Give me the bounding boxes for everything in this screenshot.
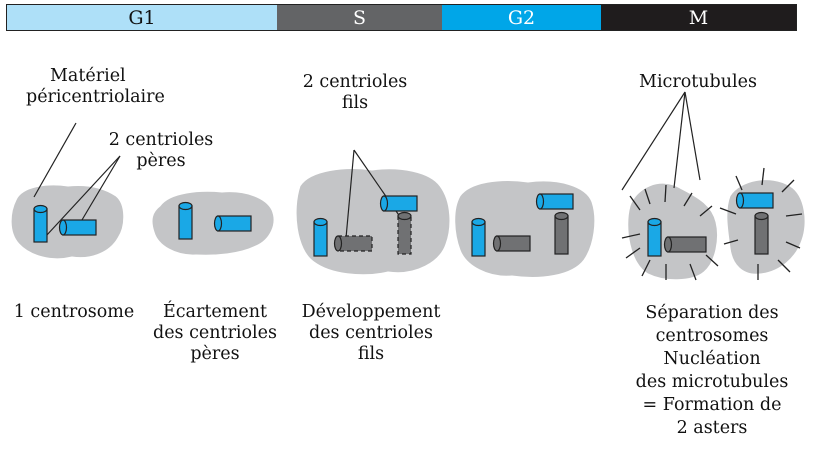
microtubules-label: Microtubules (628, 72, 768, 93)
daughter-centrioles-label-line1: 2 centrioles (302, 72, 408, 92)
centrioles (33, 192, 774, 257)
mother-centriole-icon (735, 192, 774, 209)
stage-caption-3: Développement des centrioles fils (288, 302, 454, 365)
mother-centriole-icon (471, 217, 486, 257)
pcm-label: Matériel péricentriolaire (26, 66, 165, 108)
pcm-label-line1: Matériel (50, 66, 126, 86)
cytoplasm-stage-2 (151, 190, 275, 256)
stage-caption-line: Écartement (162, 302, 268, 322)
mother-centriole-icon (33, 204, 48, 243)
microtubule (761, 167, 765, 186)
mothers-leader-line-2 (75, 155, 121, 231)
microtubule (683, 192, 693, 207)
phase-g2: G2 (442, 5, 601, 30)
microtubule (664, 184, 667, 203)
daughter-centriole-icon (397, 211, 412, 255)
daughters-leader-line-1 (345, 149, 355, 239)
pcm-leader-line (33, 122, 77, 198)
stage-caption-1: 1 centrosome (4, 302, 144, 323)
microtubule (705, 254, 719, 267)
phase-m-label: M (688, 6, 709, 29)
cytoplasm-stage-5-left (627, 182, 718, 281)
aster-microtubules (621, 167, 803, 281)
daughter-centriole-icon (333, 235, 373, 252)
stage-caption-line: Séparation des (645, 303, 779, 323)
microtubules-leader-line-1 (621, 91, 686, 191)
microtubule (785, 241, 801, 249)
stage-caption-line: des centrioles (309, 323, 433, 343)
daughter-centriole-icon (554, 211, 569, 255)
microtubule (719, 207, 737, 215)
stage-caption-2: Écartement des centrioles pères (140, 302, 290, 365)
stage-caption-line: 1 centrosome (13, 302, 135, 322)
daughter-centrioles-label: 2 centrioles fils (296, 72, 414, 114)
microtubules-label-text: Microtubules (639, 72, 757, 92)
stage-caption-line: des centrioles (153, 323, 277, 343)
daughter-centriole-icon (492, 235, 531, 252)
phase-g1: G1 (7, 5, 277, 30)
daughter-centrioles-label-line2: fils (341, 93, 369, 113)
mother-centriole-icon (379, 195, 418, 212)
microtubule (641, 259, 651, 277)
phase-s-label: S (352, 6, 367, 29)
microtubule (699, 205, 713, 217)
stage-caption-line: fils (357, 344, 385, 364)
daughter-centriole-icon (663, 236, 707, 253)
mothers-leader-line-1 (45, 155, 121, 237)
mother-centriole-icon (535, 193, 574, 210)
microtubule (735, 175, 743, 191)
stage-caption-line: Nucléation (663, 349, 761, 369)
daughters-leader-line-2 (353, 149, 406, 225)
stage-caption-line: centrosomes (655, 326, 769, 346)
pcm-label-line2: péricentriolaire (26, 87, 165, 107)
phase-s: S (277, 5, 442, 30)
stage-caption-line: pères (190, 344, 240, 364)
microtubule (644, 188, 651, 205)
mother-centriole-icon (313, 217, 328, 257)
stage-caption-4: Séparation des centrosomes Nucléation de… (624, 302, 800, 440)
daughter-centriole-icon (754, 211, 769, 255)
microtubule (781, 179, 795, 193)
microtubules-leader-line-2 (673, 91, 686, 189)
microtubule (621, 233, 641, 239)
phase-g1-label: G1 (128, 6, 156, 29)
phase-g2-label: G2 (507, 6, 536, 29)
microtubules-leader-line-3 (684, 91, 701, 181)
mother-centriole-icon (647, 217, 662, 257)
microtubule (785, 213, 803, 217)
phase-m: M (601, 5, 796, 30)
microtubule (723, 239, 739, 245)
stage-caption-line: Développement (301, 302, 441, 322)
mother-centriole-icon (58, 219, 97, 236)
mother-centrioles-label-line1: 2 centrioles (108, 130, 214, 150)
stage-caption-line: des microtubules (635, 372, 789, 392)
mother-centrioles-label-line2: pères (136, 151, 186, 171)
microtubule (629, 195, 641, 211)
mother-centrioles-label: 2 centrioles pères (96, 130, 226, 172)
cell-cycle-phase-bar: G1 S G2 M (6, 4, 797, 31)
microtubule (625, 247, 641, 259)
mother-centriole-icon (213, 215, 252, 232)
stage-caption-line: = Formation de (642, 395, 782, 415)
mother-centriole-icon (178, 201, 193, 240)
microtubule (777, 259, 791, 273)
microtubule (689, 263, 697, 281)
stage-caption-line: 2 asters (676, 418, 748, 438)
